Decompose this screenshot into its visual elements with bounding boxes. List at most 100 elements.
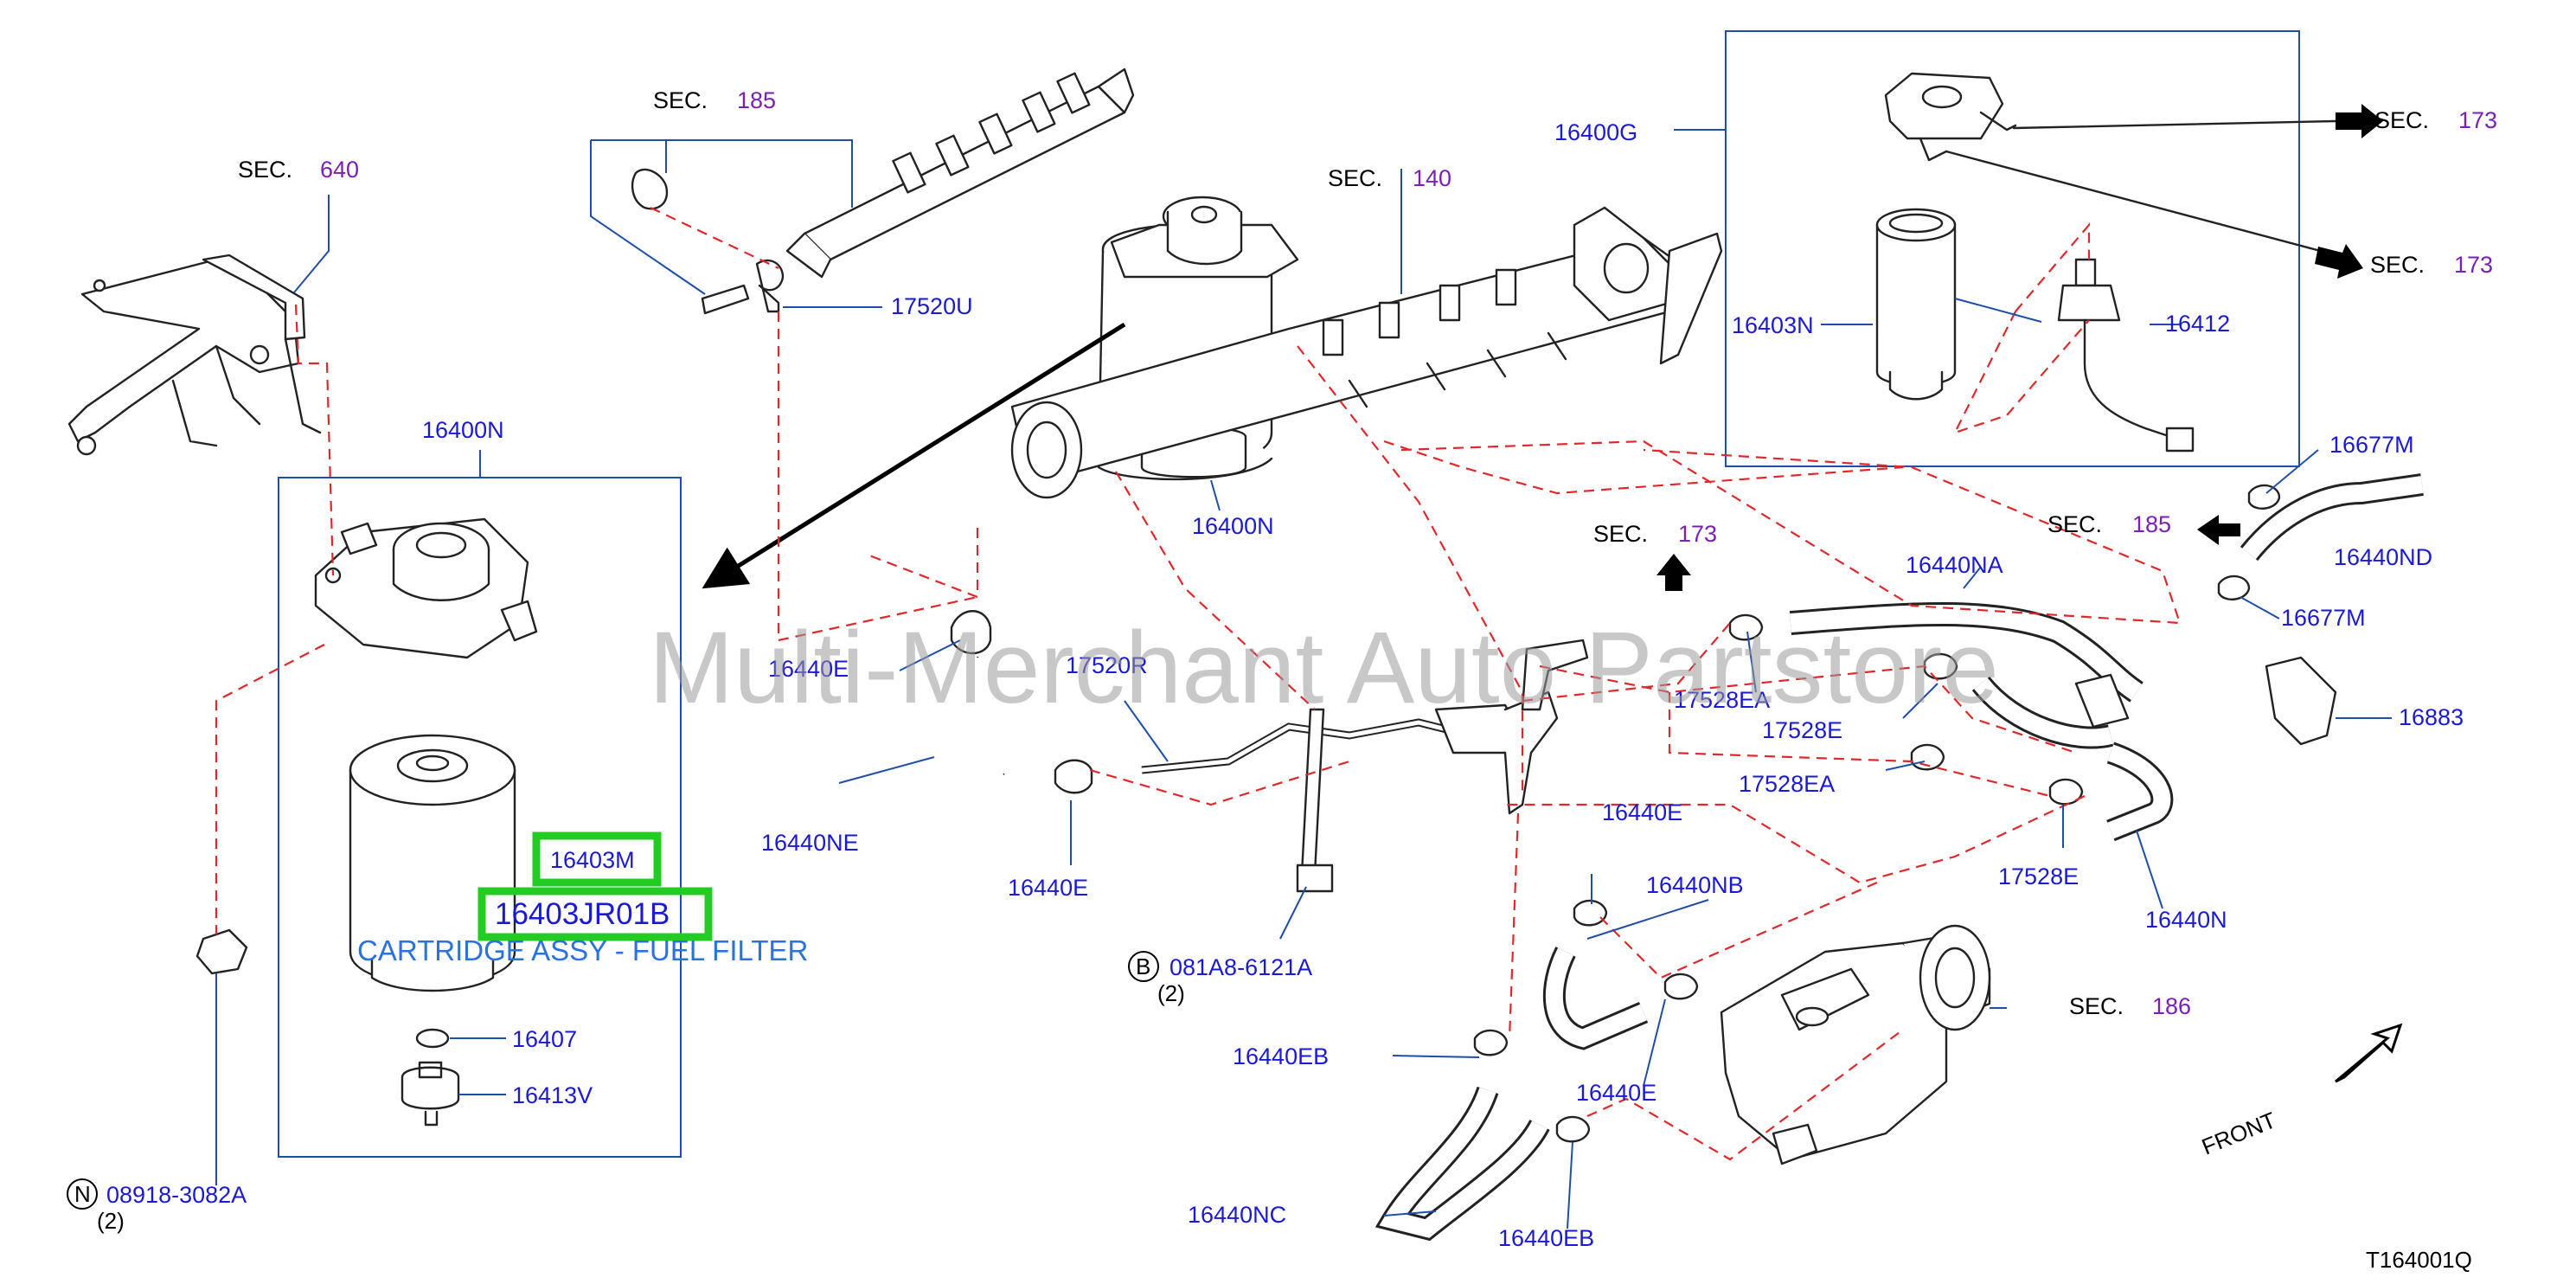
part-16883[interactable]: 16883 [2399, 704, 2464, 730]
intake-manifold [1010, 206, 1723, 499]
part-16440EB-upper[interactable]: 16440EB [1233, 1043, 1329, 1069]
nut-N-symbol: N [74, 1181, 91, 1207]
clamp-16677M-top [2247, 484, 2281, 510]
clamp-16677M-bottom [2217, 575, 2251, 600]
part-17528EA-lower[interactable]: 17528EA [1739, 771, 1835, 797]
fuel-rail [785, 67, 1135, 279]
arrow-sec185-left [2197, 515, 2240, 545]
clip-17528E-upper [1923, 652, 1958, 680]
bolt-B-symbol: B [1136, 953, 1150, 979]
bolt-B-qty: (2) [1157, 980, 1185, 1006]
sec640-number[interactable]: 640 [320, 157, 359, 183]
sec185b-number[interactable]: 185 [2132, 511, 2171, 537]
part-16677M-top[interactable]: 16677M [2329, 432, 2414, 458]
injection-pump [1720, 924, 1991, 1165]
part-16440NA[interactable]: 16440NA [1906, 552, 2003, 578]
highlight-box-16403JR01B [477, 887, 713, 941]
bracket-16883 [2265, 656, 2337, 746]
part-16440N[interactable]: 16440N [2145, 907, 2227, 933]
bolt-B [1300, 708, 1325, 876]
fitting-17520U [755, 259, 785, 313]
part-16440E-left[interactable]: 16440E [768, 656, 849, 682]
clip-16440E-lower [1573, 899, 1608, 927]
part-17520U[interactable]: 17520U [891, 293, 973, 319]
sensor-head-16400G [1884, 72, 2017, 162]
part-16440E-center[interactable]: 16440E [1008, 875, 1088, 901]
part-17528E-upper[interactable]: 17528E [1762, 717, 1842, 743]
sec185a-number[interactable]: 185 [737, 87, 776, 113]
sec186-label: SEC. [2069, 993, 2124, 1019]
part-16407[interactable]: 16407 [512, 1026, 577, 1052]
clip-16440E-pump [1663, 973, 1699, 1000]
hose-16440NC [1379, 1087, 1548, 1238]
bolt-top [701, 284, 750, 315]
part-16440ND[interactable]: 16440ND [2334, 544, 2432, 570]
hose-16440NB [1545, 947, 1647, 1048]
part-17528E-lower[interactable]: 17528E [1998, 863, 2079, 889]
part-16412[interactable]: 16412 [2165, 311, 2230, 337]
part-16403M[interactable]: 16403M [550, 847, 635, 873]
mounting-bracket [67, 254, 322, 456]
nut-N [195, 928, 248, 975]
part-16403N[interactable]: 16403N [1732, 312, 1814, 338]
drain-plug-16413V [400, 1061, 460, 1127]
sensor-group-box [1725, 30, 2300, 467]
clip-16440EB-upper [1473, 1029, 1509, 1056]
sec173b-number[interactable]: 173 [2454, 252, 2493, 278]
part-17528EA-upper[interactable]: 17528EA [1674, 687, 1770, 713]
part-16440NE[interactable]: 16440NE [761, 830, 859, 856]
part-16413V[interactable]: 16413V [512, 1082, 593, 1108]
sec173b-label: SEC. [2370, 252, 2425, 278]
front-label: FRONT [2198, 1107, 2279, 1159]
hose-16440N [1974, 677, 2171, 839]
part-16400N-box[interactable]: 16400N [422, 417, 504, 443]
sec173a-number[interactable]: 173 [2458, 107, 2497, 133]
filter-head-16400N [314, 517, 538, 659]
part-16440E-upper[interactable]: 16440E [1602, 799, 1682, 825]
part-16677M-bottom[interactable]: 16677M [2281, 605, 2366, 631]
part-16440NC[interactable]: 16440NC [1188, 1202, 1286, 1228]
hose-16440NA [1790, 605, 2143, 701]
sec173c-label: SEC. [1593, 521, 1648, 547]
clip-16440N [2074, 673, 2130, 729]
part-description: CARTRIDGE ASSY - FUEL FILTER [357, 934, 808, 966]
sec140-number[interactable]: 140 [1413, 165, 1451, 191]
fuel-filter-cartridge [349, 734, 516, 992]
sec640-label: SEC. [238, 157, 292, 183]
arrow-sec173-upper [2336, 104, 2383, 138]
clip-16440EB-lower [1555, 1115, 1591, 1143]
nut-N-qty: (2) [97, 1208, 125, 1234]
part-number-16403JR01B[interactable]: 16403JR01B [495, 897, 670, 931]
part-081A8-6121A[interactable]: 081A8-6121A [1169, 954, 1312, 980]
part-16440EB-lower[interactable]: 16440EB [1498, 1225, 1594, 1251]
hose-16440NE [952, 654, 1007, 787]
part-17520R[interactable]: 17520R [1066, 652, 1148, 678]
water-sensor-16412 [2057, 258, 2195, 453]
arrow-sec173-up [1656, 554, 1691, 591]
part-16400N[interactable]: 16400N [1192, 513, 1274, 539]
arrow-sec173-lower [2315, 244, 2363, 279]
sec173c-number[interactable]: 173 [1678, 521, 1717, 547]
clip-16440E-left [950, 610, 992, 655]
watermark: Multi-Merchant Auto Partstore [649, 611, 1999, 725]
front-arrow [2335, 1023, 2403, 1083]
sec173a-label: SEC. [2374, 107, 2429, 133]
part-08918-3082A[interactable]: 08918-3082A [106, 1182, 247, 1208]
washer-clip [631, 168, 669, 210]
highlight-box-16403M [532, 831, 662, 887]
part-16400G[interactable]: 16400G [1554, 119, 1637, 145]
clip-16440E-center [1054, 759, 1093, 794]
clip-17528EA-upper [1728, 613, 1764, 641]
sec185a-label: SEC. [653, 87, 708, 113]
sec186-number[interactable]: 186 [2152, 993, 2191, 1019]
hose-16440ND [2242, 476, 2424, 560]
sec140-label: SEC. [1328, 165, 1382, 191]
o-ring-16407 [415, 1028, 450, 1049]
clip-17528E-lower [2048, 778, 2084, 806]
diagram-id: T164001Q [2366, 1247, 2472, 1273]
part-16440E-lower[interactable]: 16440E [1576, 1080, 1656, 1106]
part-16440NB[interactable]: 16440NB [1646, 872, 1744, 898]
sec185b-label: SEC. [2047, 511, 2102, 537]
